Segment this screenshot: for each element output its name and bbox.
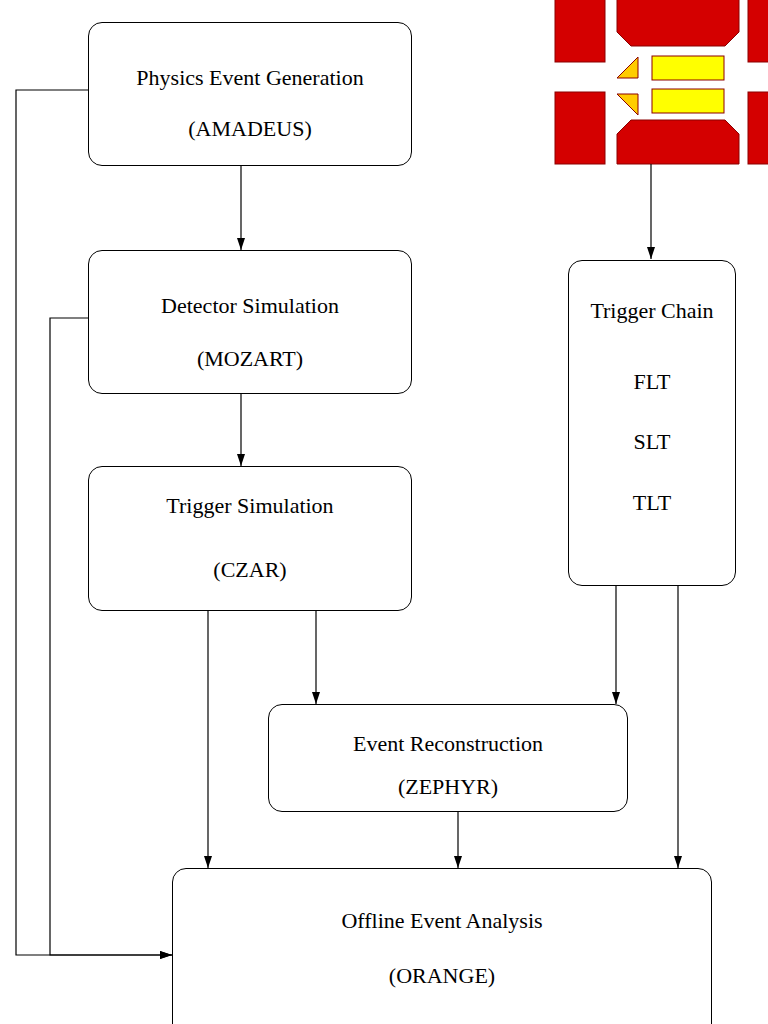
detector-calorimeter	[617, 57, 638, 78]
detector-block	[555, 0, 605, 62]
connector-arrow	[677, 586, 678, 868]
connector-arrow	[615, 586, 616, 704]
detector-block	[555, 92, 605, 164]
detector-arrow	[650, 164, 651, 259]
connector-arrow	[207, 611, 208, 868]
connector-arrow	[315, 611, 316, 704]
node-label: (MOZART)	[197, 346, 303, 372]
node-label: Physics Event Generation	[136, 65, 363, 91]
connector-arrow	[50, 318, 172, 955]
node-label: Trigger Simulation	[166, 493, 333, 519]
connector-arrow	[457, 812, 458, 868]
node-label: (ORANGE)	[389, 963, 495, 989]
process-box: Detector Simulation (MOZART)	[88, 250, 412, 394]
detector-calorimeter	[617, 94, 638, 115]
node-label: SLT	[633, 429, 670, 455]
node-label: Event Reconstruction	[353, 731, 543, 757]
node-label: Trigger Chain	[590, 298, 713, 324]
connector-arrow	[240, 166, 241, 250]
node-label: TLT	[633, 490, 671, 516]
process-box: Trigger Simulation (CZAR)	[88, 466, 412, 611]
process-box: Trigger ChainFLT SLT TLT	[568, 260, 736, 586]
process-box: Physics Event Generation (AMADEUS)	[88, 22, 412, 166]
detector-block	[617, 0, 739, 46]
node-label: Offline Event Analysis	[341, 908, 542, 934]
connector-arrow	[240, 394, 241, 466]
node-label: (ZEPHYR)	[398, 774, 498, 800]
node-label: (AMADEUS)	[188, 116, 311, 142]
node-label: FLT	[633, 369, 670, 395]
detector-block	[748, 0, 768, 62]
detector-block	[748, 92, 768, 164]
process-box: Event Reconstruction (ZEPHYR)	[268, 704, 628, 812]
node-label: Detector Simulation	[161, 293, 339, 319]
detector-icon	[555, 0, 768, 164]
detector-tracker	[652, 89, 724, 113]
detector-tracker	[652, 56, 724, 80]
node-label: (CZAR)	[213, 557, 286, 583]
detector-block	[617, 120, 739, 164]
process-box: Offline Event Analysis (ORANGE)	[172, 868, 712, 1024]
